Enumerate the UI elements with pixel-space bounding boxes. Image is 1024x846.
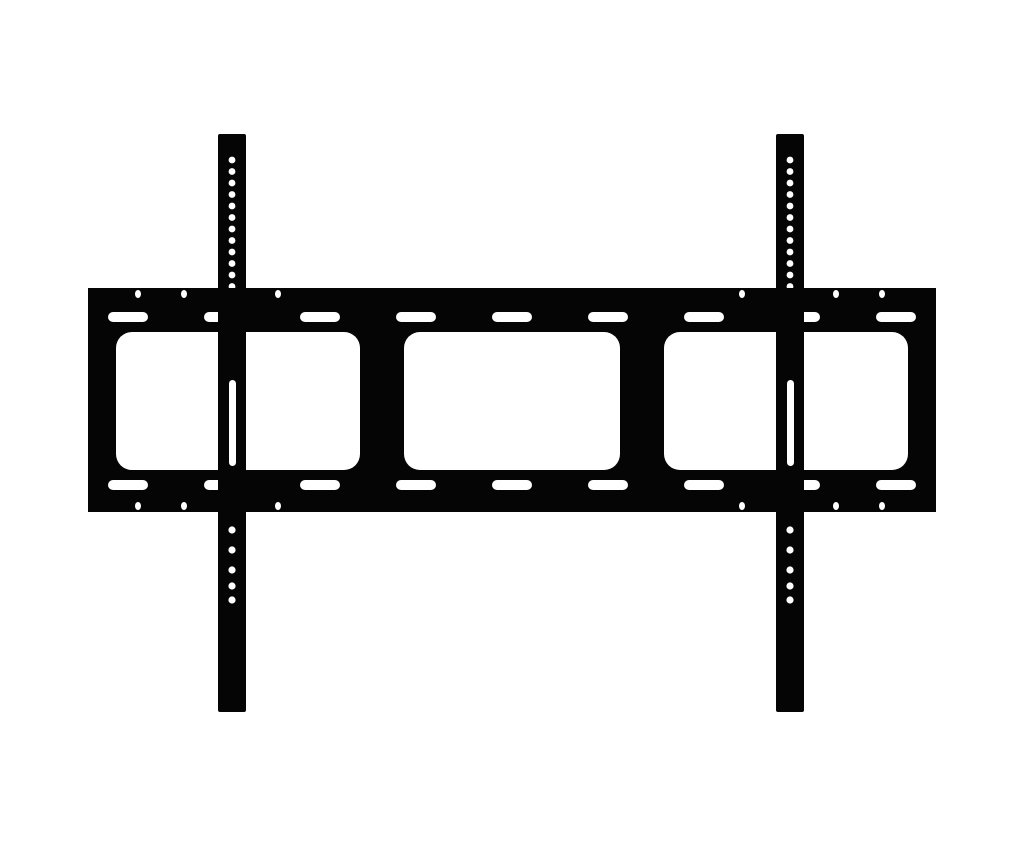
right-mounting-arm xyxy=(776,134,804,712)
wall-plate xyxy=(88,288,936,512)
left-mounting-arm xyxy=(218,134,246,712)
